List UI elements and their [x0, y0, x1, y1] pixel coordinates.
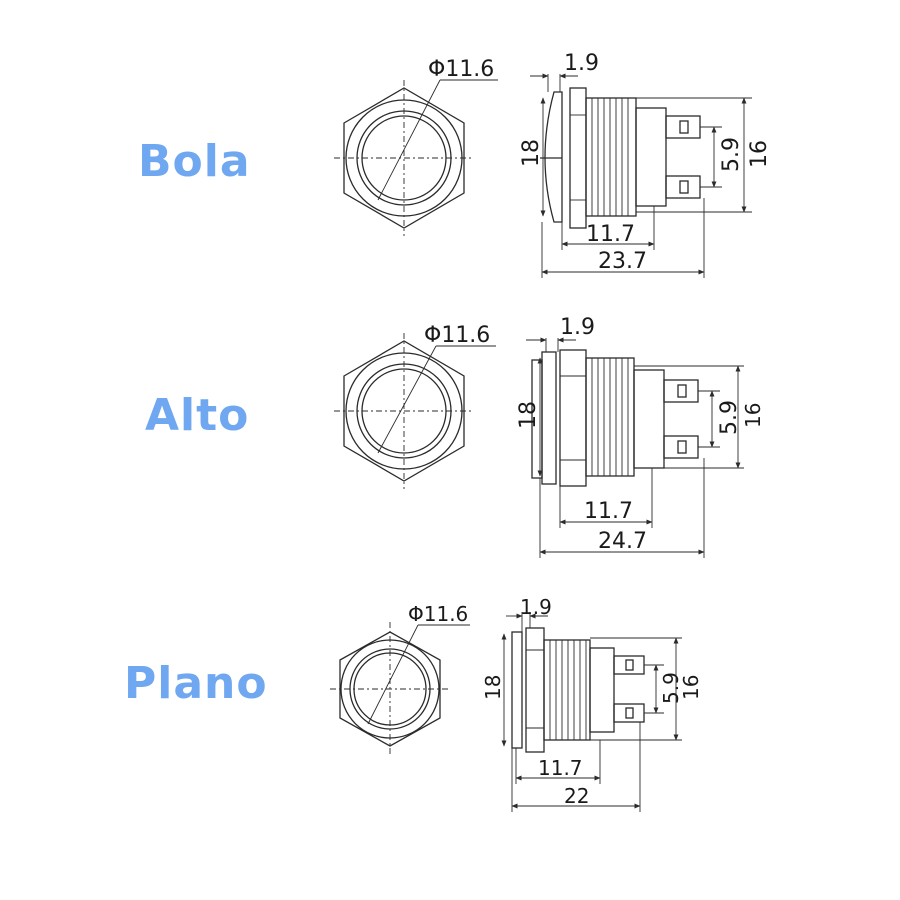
plano-bezel: 1.9 — [520, 595, 552, 619]
alto-height: 18 — [516, 401, 541, 429]
alto-bezel: 1.9 — [560, 315, 595, 340]
bola-pin-spacing: 5.9 — [719, 137, 744, 172]
plano-front-view: Φ11.6 — [330, 602, 470, 756]
alto-front-view: Φ11.6 — [334, 323, 496, 489]
bola-front-view: Φ11.6 — [334, 57, 498, 236]
plano-thread-length: 11.7 — [538, 756, 583, 780]
alto-thread-length: 11.7 — [584, 499, 633, 524]
plano-side-view: 1.9 18 5.9 16 11.7 22 — [481, 595, 703, 812]
bola-diameter: Φ11.6 — [428, 57, 494, 82]
bola-thread-length: 11.7 — [586, 222, 635, 247]
label-plano: Plano — [124, 658, 268, 709]
alto-body-height: 16 — [741, 403, 765, 428]
bola-height: 18 — [519, 139, 544, 167]
plano-diameter: Φ11.6 — [408, 602, 468, 626]
plano-total-length: 22 — [564, 784, 589, 808]
bola-body-height: 16 — [747, 140, 772, 168]
plano-pin-spacing: 5.9 — [659, 672, 683, 704]
label-alto: Alto — [145, 390, 250, 441]
alto-total-length: 24.7 — [598, 529, 647, 554]
bola-side-view: 1.9 18 5.9 16 11.7 23.7 — [519, 51, 772, 278]
plano-body-height: 16 — [679, 675, 703, 700]
bola-bezel: 1.9 — [564, 51, 599, 76]
bola-total-length: 23.7 — [598, 249, 647, 274]
plano-height: 18 — [481, 675, 505, 700]
alto-diameter: Φ11.6 — [424, 323, 490, 348]
alto-side-view: 1.9 18 5.9 16 11.7 24.7 — [516, 315, 765, 558]
label-bola: Bola — [138, 136, 251, 187]
